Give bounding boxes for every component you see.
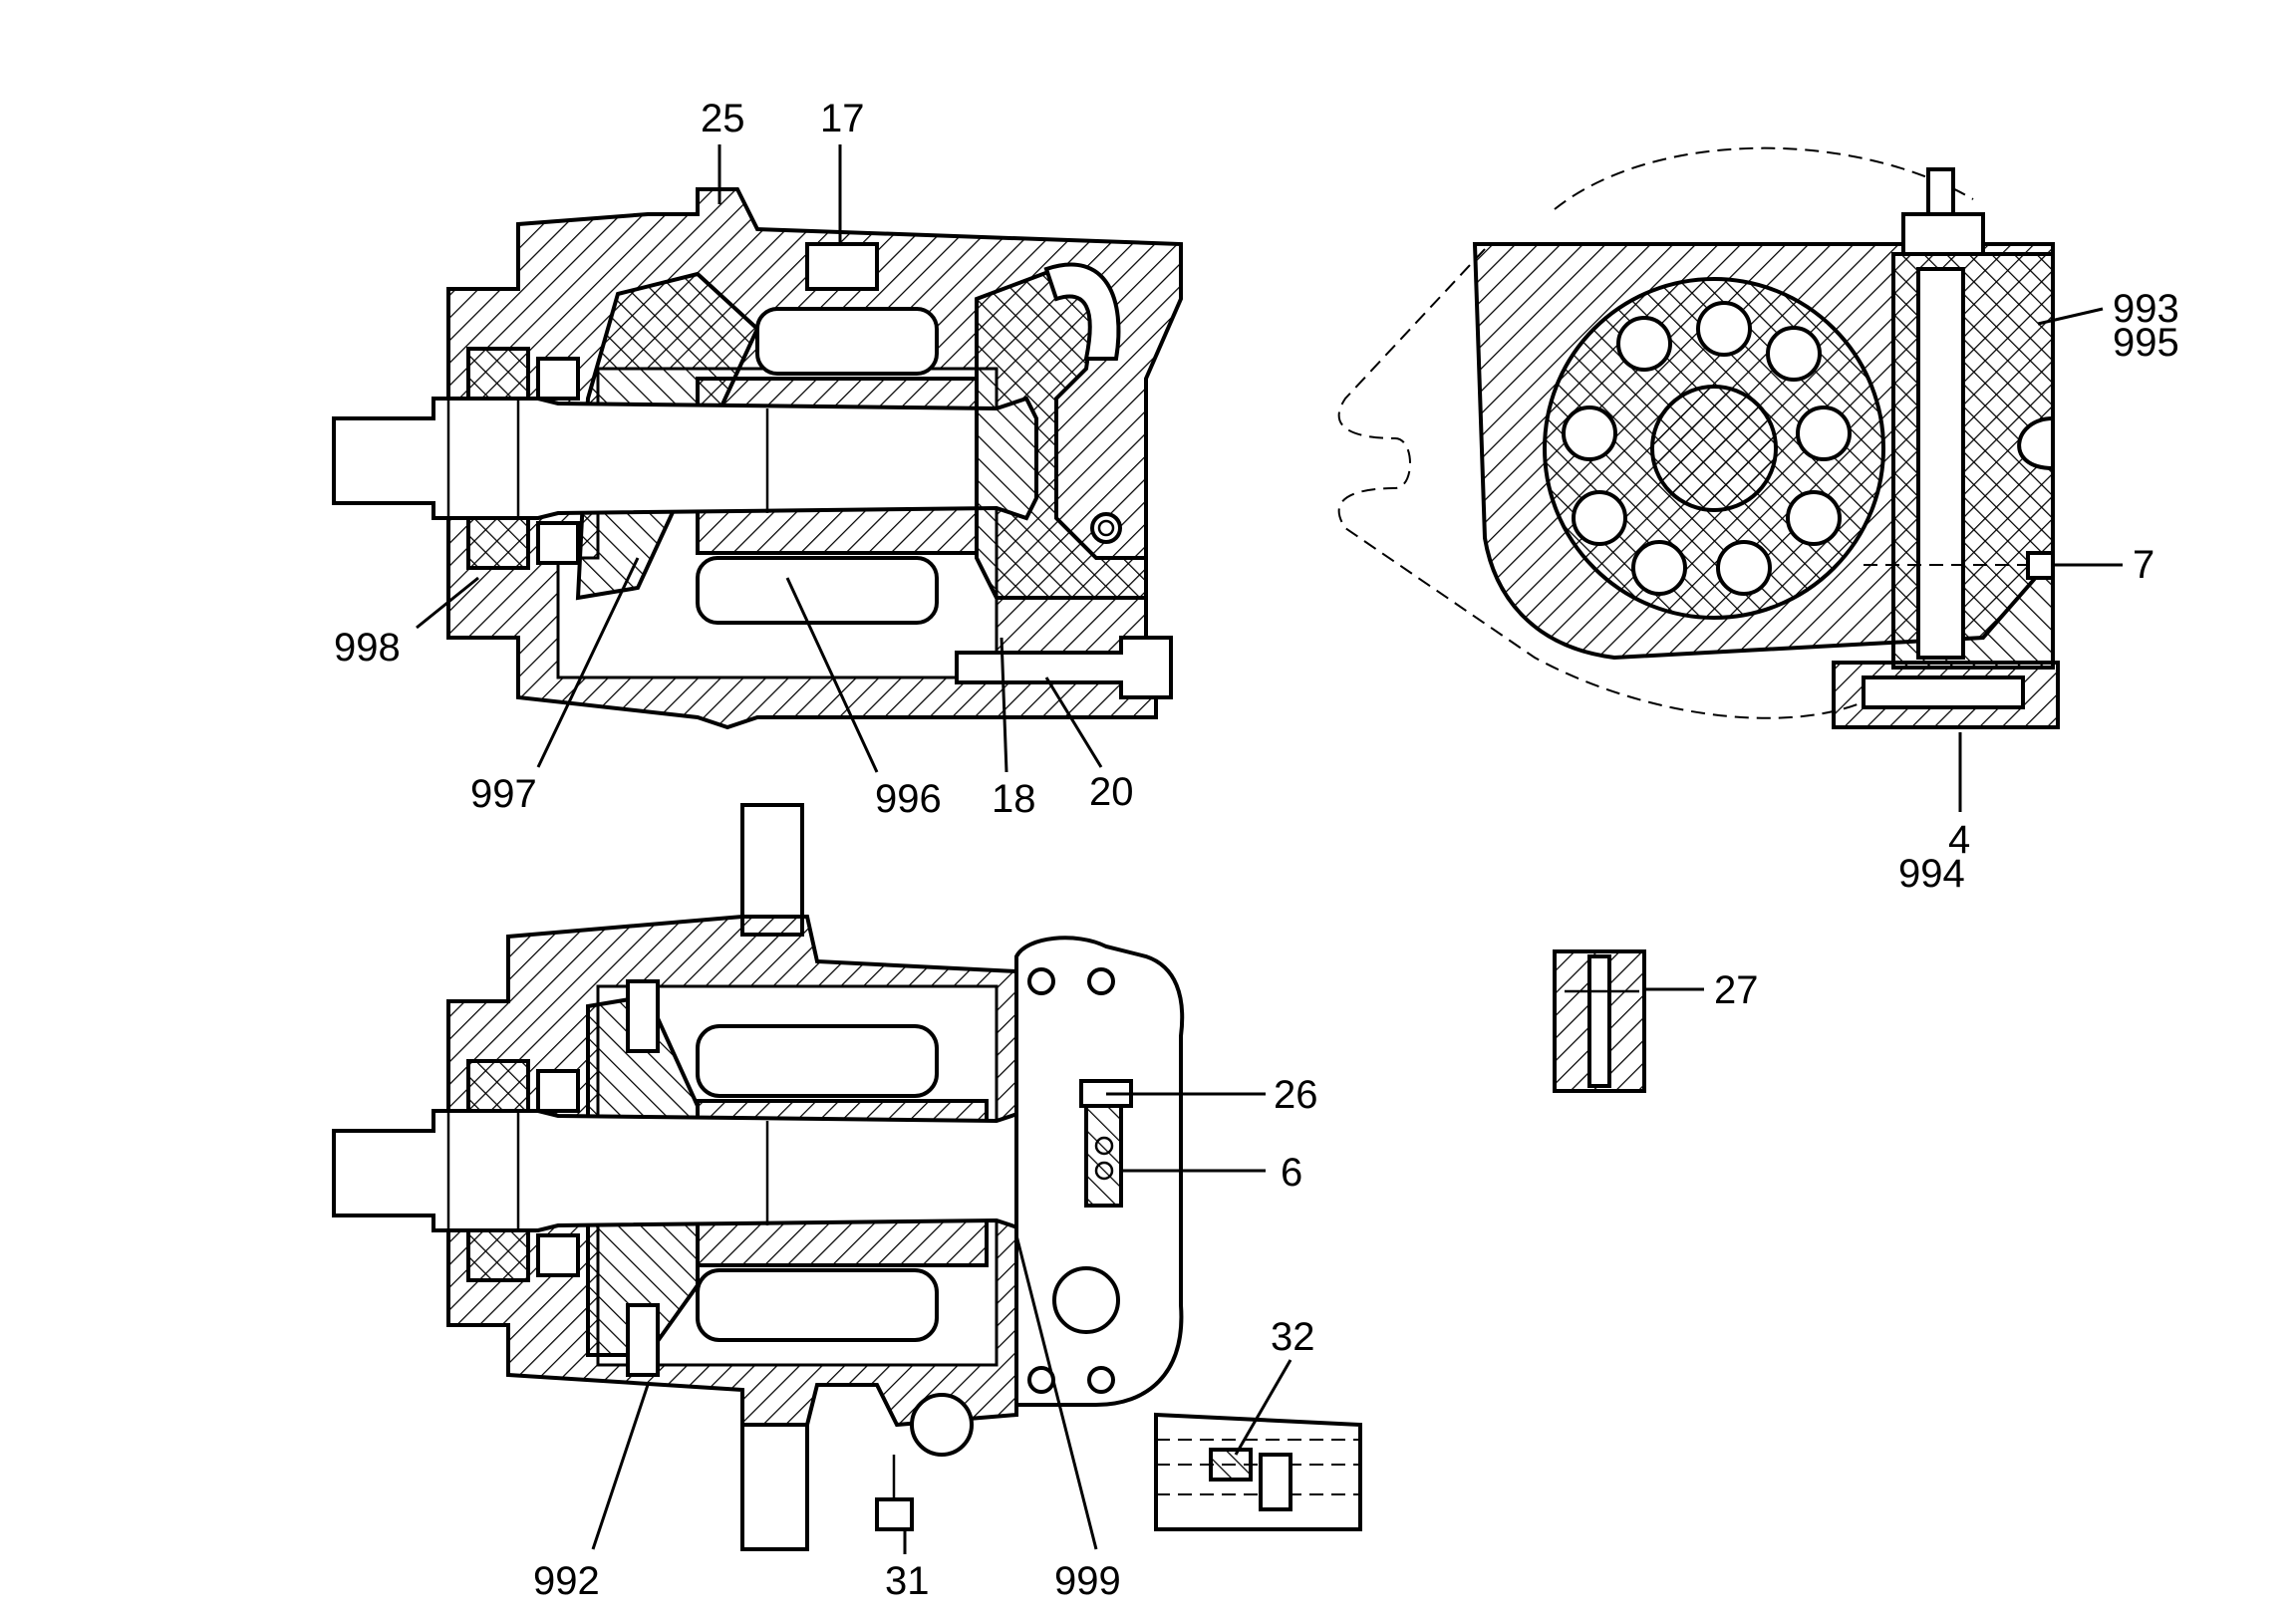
lower-top-boss [740,803,804,937]
label-4: 4 [1948,818,1970,862]
part-17-plug [805,242,879,291]
part-20-screw [955,636,1173,699]
label-31: 31 [885,1559,930,1603]
label-6: 6 [1281,1151,1302,1195]
part-31-drain-plug [875,1497,914,1531]
detail-27-view [1553,949,1646,1093]
end-view-shaft [1650,385,1778,512]
detail-32-section [1154,1412,1362,1531]
lower-section-view [332,803,1185,1551]
part-labels: 25 17 998 997 996 18 20 993 995 7 4 994 … [334,97,2179,1603]
label-998: 998 [334,626,401,670]
upper-piston-top [755,307,939,376]
upper-piston-bottom [696,556,939,625]
label-32: 32 [1271,1315,1315,1359]
end-view-stud [1926,167,1955,221]
label-25: 25 [701,97,745,140]
label-18: 18 [992,777,1036,821]
end-view-flange-phantom [1337,146,1974,719]
lower-piston-top [696,1024,939,1098]
lower-shaft [332,1108,1038,1233]
label-994: 994 [1898,852,1965,896]
upper-bearing-front-bottom [466,516,530,570]
end-view [1337,146,2060,729]
label-27: 27 [1714,968,1759,1012]
label-17: 17 [820,97,865,140]
upper-bearing-front-top [466,347,530,401]
label-993: 993 [2113,287,2179,331]
label-26: 26 [1274,1073,1318,1117]
upper-shaft [332,396,1038,521]
end-view-piston-bores [1562,301,1852,596]
part-7-plug [2026,551,2055,580]
lower-piston-bottom [696,1268,939,1342]
label-996: 996 [875,777,942,821]
label-20: 20 [1089,770,1134,814]
label-992: 992 [533,1559,600,1603]
label-999: 999 [1054,1559,1121,1603]
label-995: 995 [2113,321,2179,365]
leader-lines [416,144,2123,1554]
label-997: 997 [470,772,537,816]
label-7: 7 [2133,543,2154,587]
part-6-valve-body [1084,1104,1123,1208]
upper-section-view [332,187,1183,730]
detail-32-view [1154,1412,1362,1531]
